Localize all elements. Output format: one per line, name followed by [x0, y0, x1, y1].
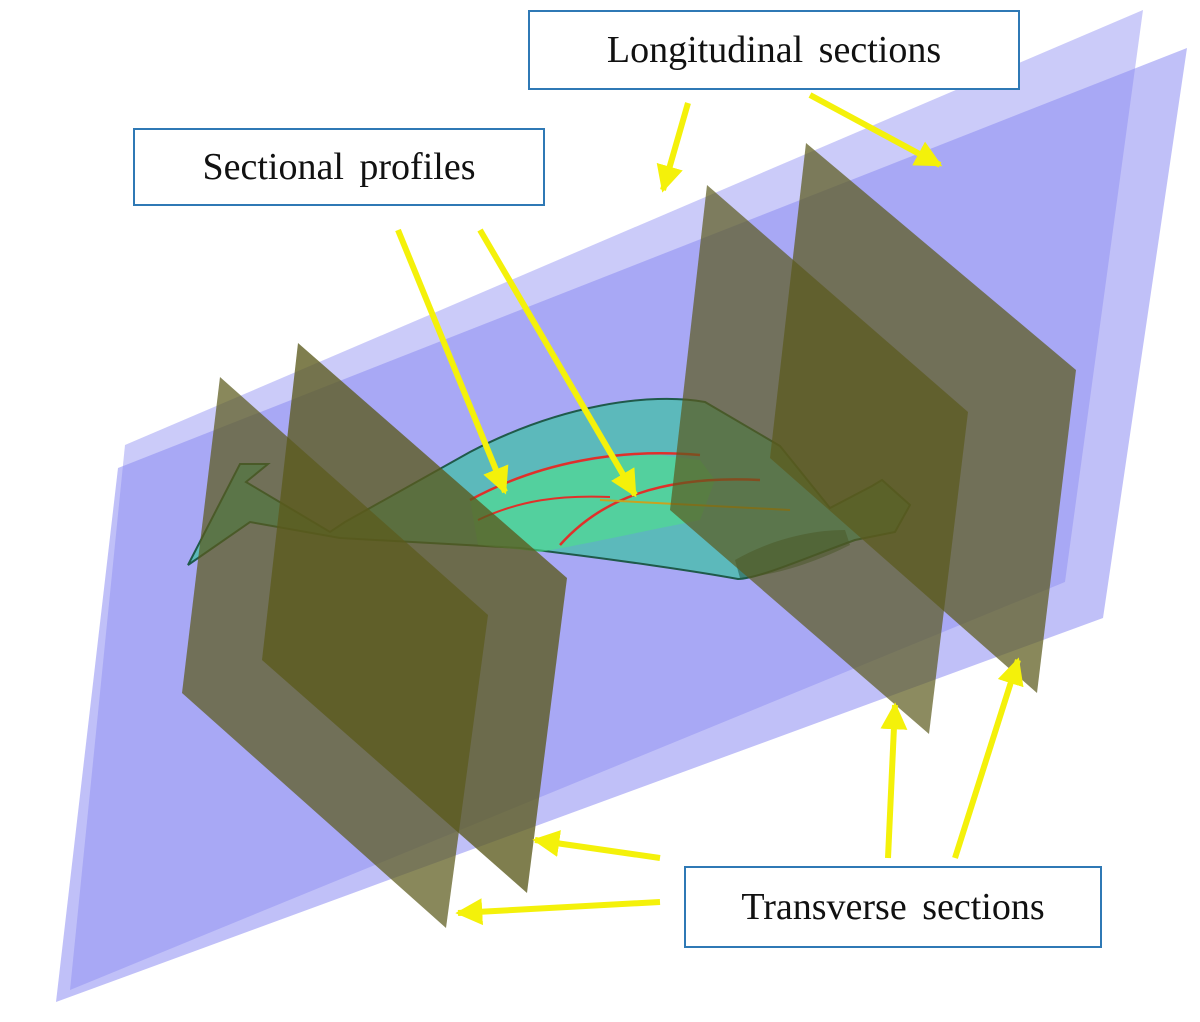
arrow-transverse-3 [880, 702, 908, 859]
arrow-longitudinal-1 [656, 102, 691, 193]
sheet-part-highlight [470, 455, 715, 552]
arrow-transverse-4 [952, 657, 1024, 859]
transverse-plane-right-front [670, 185, 968, 734]
arrow-transverse-2 [455, 898, 661, 926]
arrow-sectional-2 [477, 228, 638, 498]
arrow-sectional-1 [395, 228, 509, 495]
longitudinal-sections-label: Longitudinal sections [528, 10, 1020, 90]
arrow-longitudinal-2 [808, 92, 943, 168]
sectional-profiles-label: Sectional profiles [133, 128, 545, 206]
transverse-sections-label: Transverse sections [684, 866, 1102, 948]
transverse-plane-left-front [182, 377, 488, 928]
arrow-transverse-1 [532, 830, 661, 861]
